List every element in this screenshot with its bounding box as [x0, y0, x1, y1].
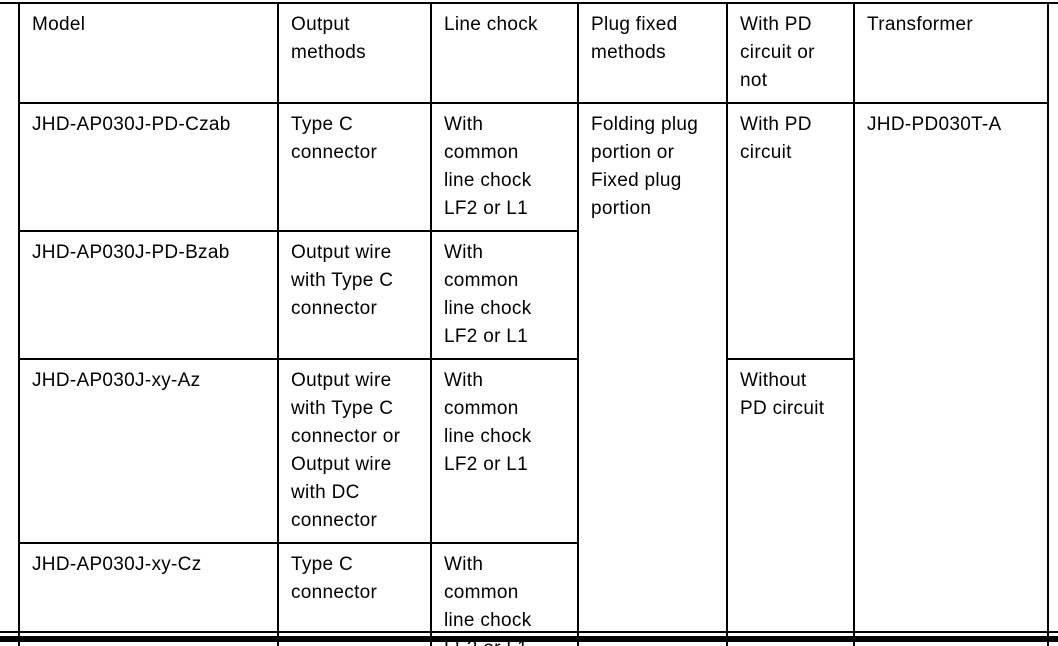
- model-cell: JHD-AP030J-xy-Az: [18, 358, 279, 544]
- header-output-methods: Output methods: [277, 2, 432, 104]
- header-line-chock: Line chock: [430, 2, 579, 104]
- header-pd-circuit-or-not: With PD circuit or not: [726, 2, 855, 104]
- header-transformer: Transformer: [853, 2, 1049, 104]
- table-row: JHD-AP030J-xy-Az Output wire with Type C…: [18, 358, 1048, 646]
- line-chock-cell: With common line chock LF2 or L1: [430, 230, 579, 360]
- with-pd-circuit-cell: With PD circuit: [726, 102, 855, 360]
- output-methods-cell: Output wire with Type C connector: [277, 230, 432, 360]
- line-chock-cell: With common line chock LF2 or L1: [430, 358, 579, 544]
- output-methods-cell: Output wire with Type C connector or Out…: [277, 358, 432, 544]
- bottom-thin-rule: [0, 631, 1058, 633]
- table-row: JHD-AP030J-xy-Cz Type C connector With c…: [18, 542, 1048, 646]
- model-cell: JHD-AP030J-PD-Bzab: [18, 230, 279, 360]
- model-cell: JHD-AP030J-xy-Cz: [18, 542, 279, 646]
- without-pd-circuit-cell: Without PD circuit: [726, 358, 855, 646]
- line-chock-cell: With common line chock LF2 or L1: [430, 542, 579, 646]
- header-plug-fixed-methods: Plug fixed methods: [577, 2, 728, 104]
- table-row: JHD-AP030J-PD-Czab Type C connector With…: [18, 102, 1049, 646]
- plug-fixed-methods-cell: Folding plug portion or Fixed plug porti…: [577, 102, 728, 646]
- transformer-cell: JHD-PD030T-A: [853, 102, 1049, 646]
- line-chock-cell: With common line chock LF2 or L1: [430, 102, 579, 232]
- header-model: Model: [18, 2, 279, 104]
- product-spec-table: Model Output methods Line chock Plug fix…: [18, 2, 1049, 646]
- output-methods-cell: Type C connector: [277, 542, 432, 646]
- output-methods-cell: Type C connector: [277, 102, 432, 232]
- bottom-thick-rule: [0, 636, 1058, 642]
- header-row: Model Output methods Line chock Plug fix…: [18, 2, 1049, 104]
- table-row: JHD-AP030J-PD-Bzab Output wire with Type…: [18, 230, 1048, 360]
- model-cell: JHD-AP030J-PD-Czab: [18, 102, 279, 232]
